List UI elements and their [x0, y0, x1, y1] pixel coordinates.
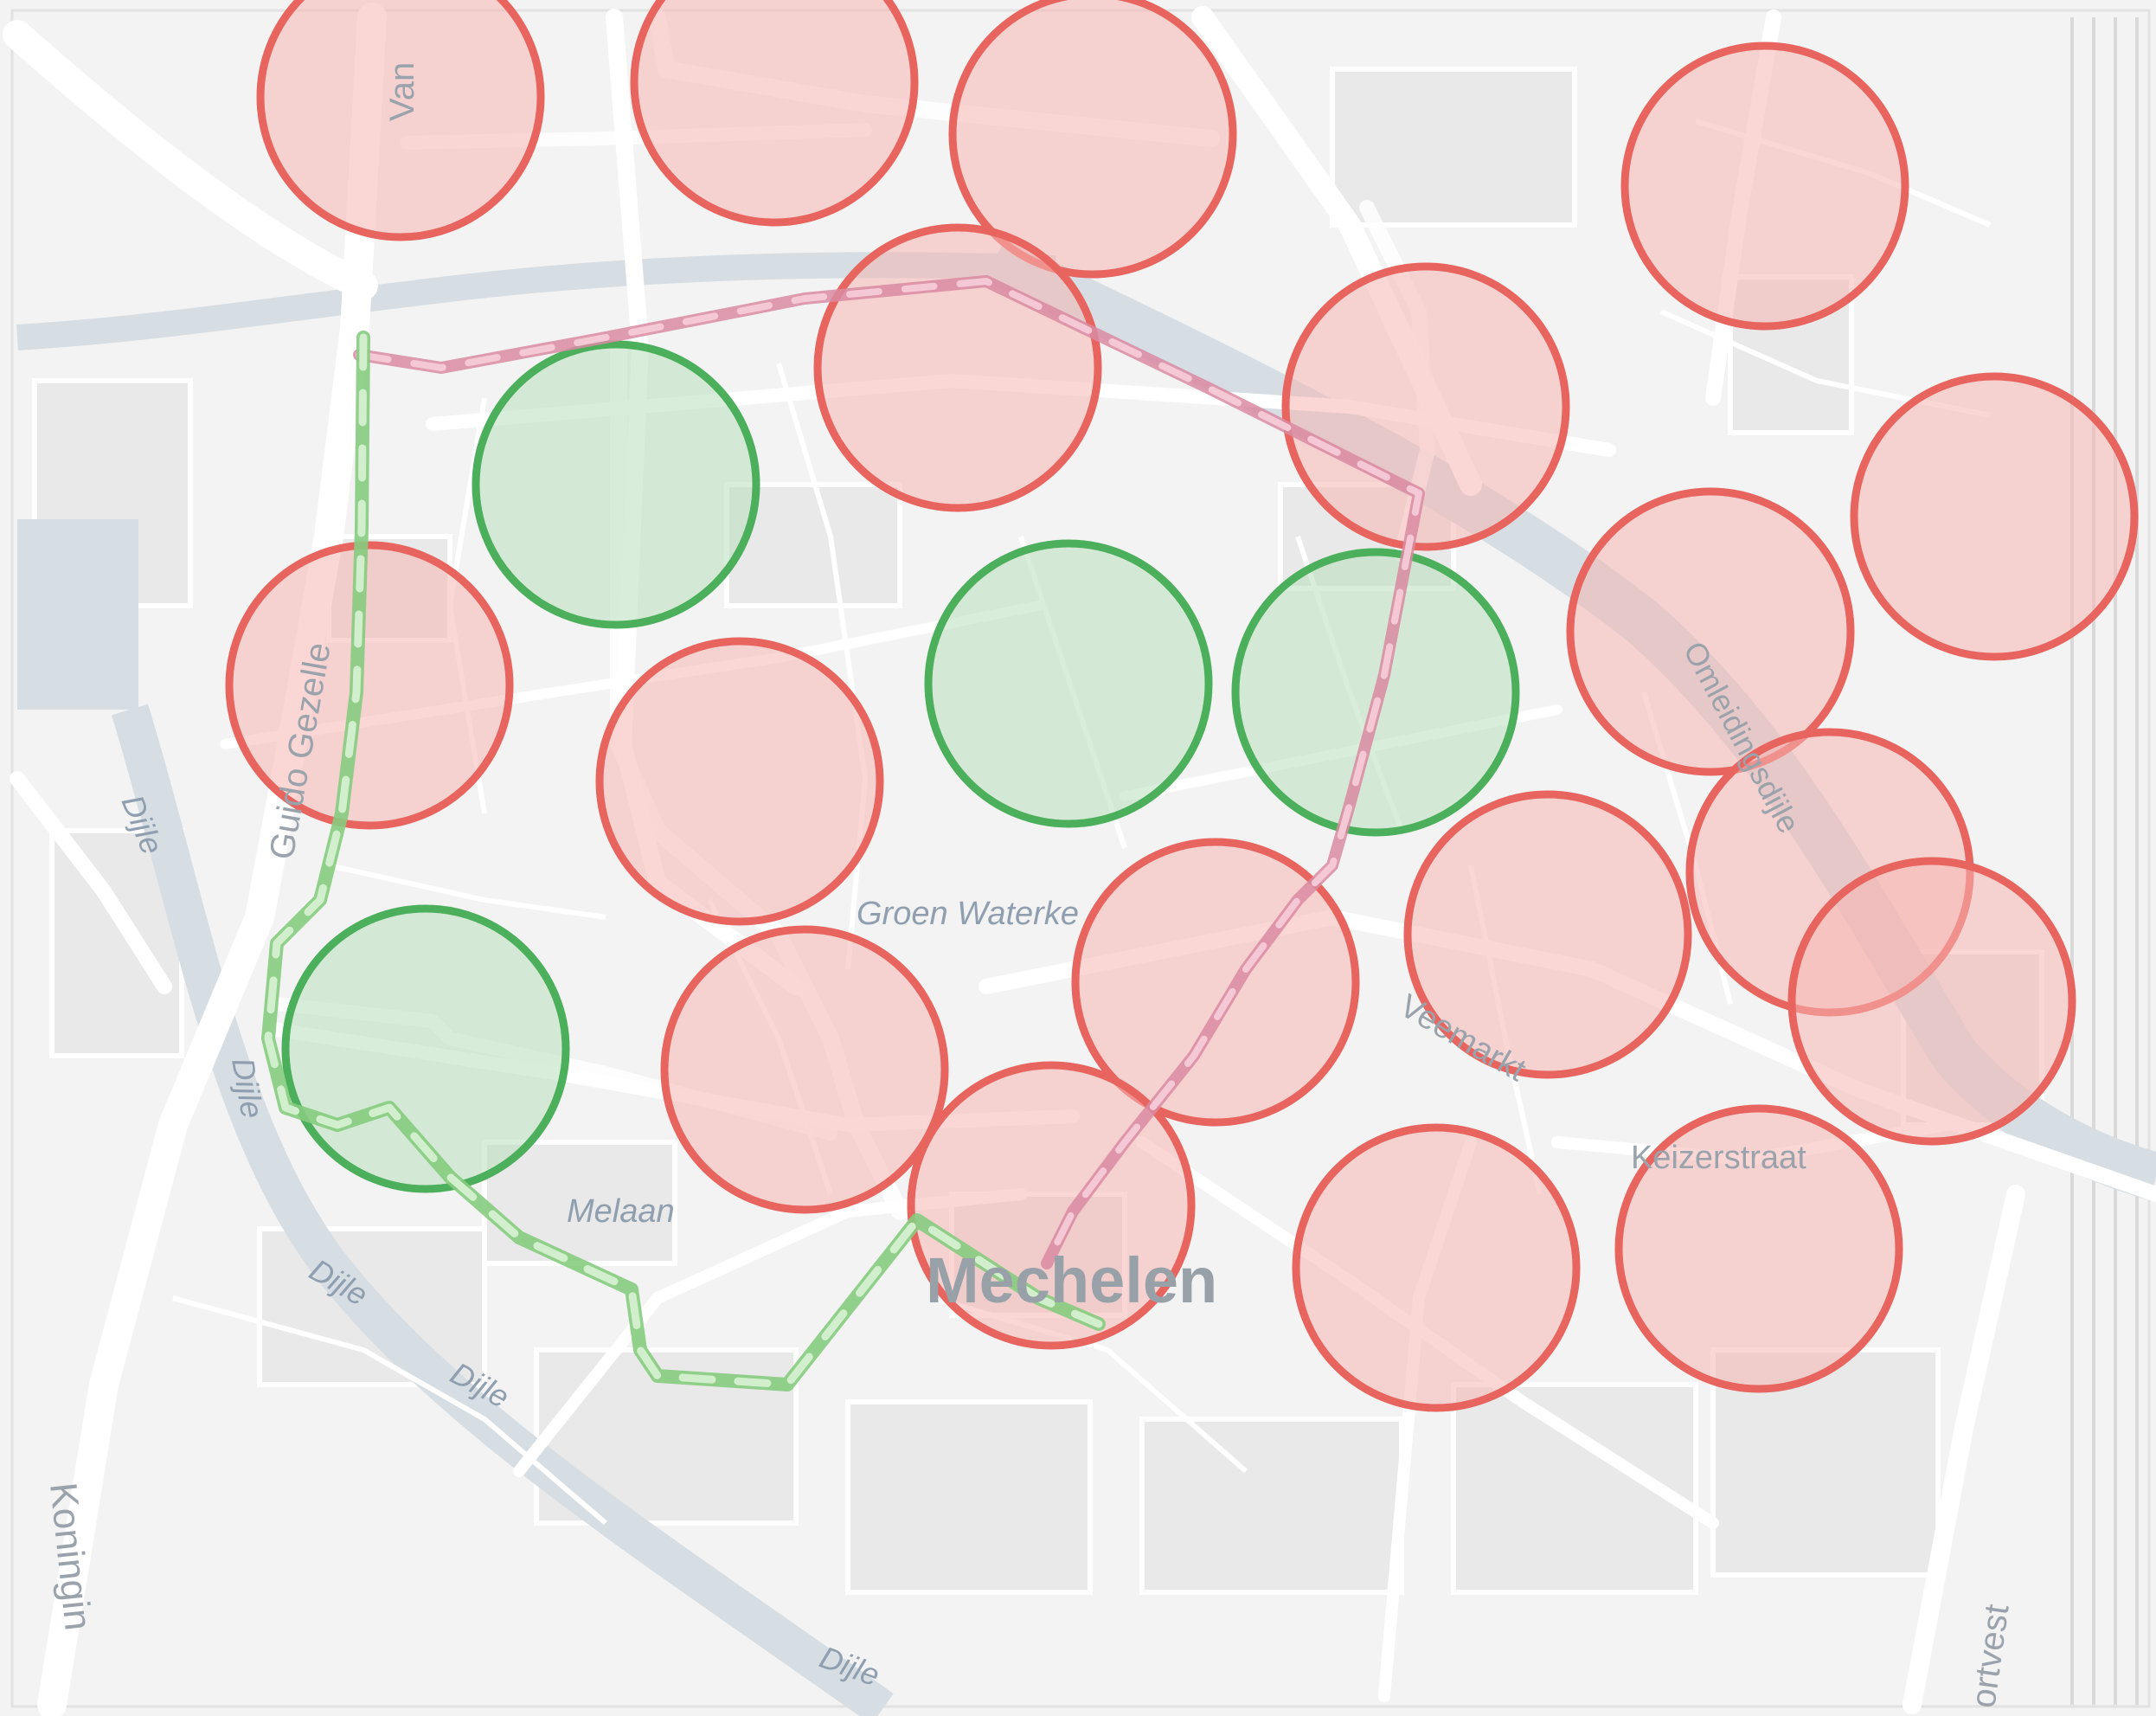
green-route	[261, 331, 1106, 1391]
red-zone-marker[interactable]	[1850, 372, 2139, 661]
marker-layer	[225, 0, 2139, 1412]
label-keizerstraat: Keizerstraat	[1631, 1140, 1806, 1176]
red-zone-marker[interactable]	[256, 0, 545, 241]
red-zone-marker[interactable]	[595, 637, 884, 926]
railway	[2070, 17, 2139, 1705]
pink-route	[353, 275, 1425, 1269]
dijle-river	[111, 704, 894, 1716]
red-zone-marker[interactable]	[948, 0, 1237, 279]
green-zone-marker[interactable]	[472, 340, 760, 629]
green-zone-marker[interactable]	[924, 539, 1213, 828]
red-zone-marker[interactable]	[1292, 1123, 1581, 1412]
red-zone-marker[interactable]	[1620, 42, 1909, 331]
label-van: Van	[383, 62, 421, 121]
pond	[17, 519, 138, 710]
red-zone-marker[interactable]	[813, 223, 1102, 512]
red-zone-marker[interactable]	[1566, 487, 1855, 776]
red-zone-marker[interactable]	[660, 925, 949, 1214]
label-canal: Groen Waterke	[857, 896, 1079, 932]
label-melaan: Melaan	[567, 1193, 675, 1230]
red-zone-marker[interactable]	[1403, 790, 1692, 1079]
red-zone-marker[interactable]	[1787, 857, 2076, 1146]
red-zone-marker[interactable]	[1281, 262, 1570, 551]
label-city: Mechelen	[926, 1244, 1217, 1316]
red-zone-marker[interactable]	[630, 0, 919, 227]
red-zone-marker[interactable]	[1614, 1104, 1903, 1393]
red-zone-marker[interactable]	[225, 541, 514, 830]
red-zone-marker[interactable]	[907, 1061, 1196, 1350]
